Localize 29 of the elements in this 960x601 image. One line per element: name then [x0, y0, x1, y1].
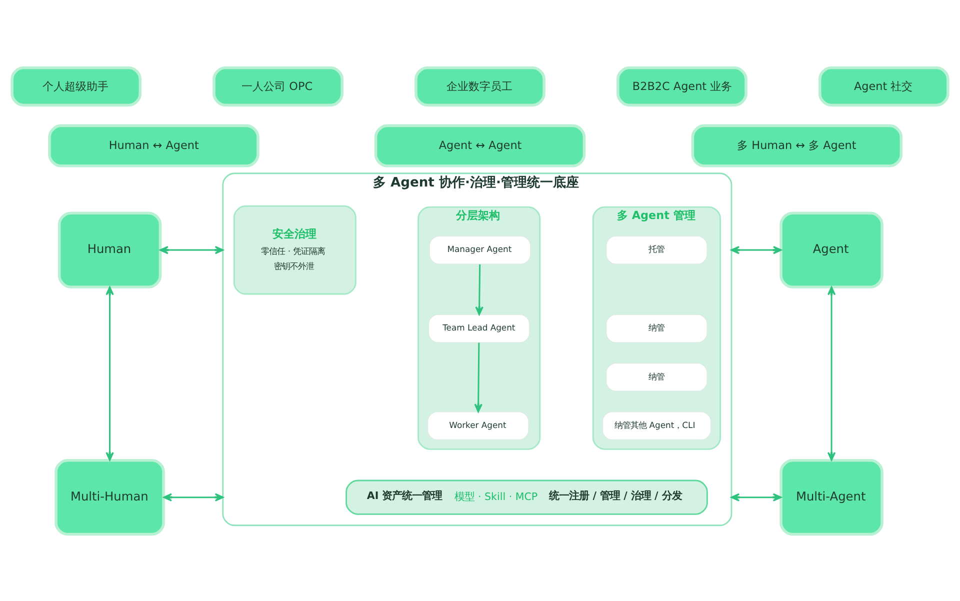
node-box: 托管	[606, 235, 708, 264]
node-box: 企业数字员工	[414, 66, 546, 106]
node-box: Team Lead Agent	[428, 314, 530, 343]
arrow	[160, 245, 224, 254]
arrow	[106, 286, 114, 460]
arrow	[730, 492, 782, 501]
node-box: 个人超级助手	[10, 66, 142, 106]
node-box: 纳管	[606, 314, 708, 343]
arrow	[474, 342, 482, 412]
node-box: Agent 社交	[818, 66, 950, 106]
node-box: B2B2C Agent 业务	[616, 66, 748, 106]
arrow	[163, 492, 224, 501]
node-box: AI 资产统一管理 模型 · Skill · MCP 统一注册 / 管理 / 治理 / 分发	[346, 479, 708, 514]
arrow	[730, 245, 782, 254]
node-box: Agent ↔ Agent	[374, 124, 586, 167]
node-box: Worker Agent	[427, 410, 530, 440]
node-box: Multi-Agent	[780, 458, 884, 536]
node-box: 纳管其他 Agent，CLI	[602, 410, 712, 440]
node-box: Human ↔ Agent	[48, 124, 260, 167]
arrow	[827, 286, 836, 460]
node-box: 多 Human ↔ 多 Agent	[691, 124, 903, 167]
node-box: Agent	[780, 211, 884, 288]
node-box: 纳管	[606, 362, 708, 392]
node-box: 安全治理 零信任 · 凭证隔离 密钥不外泄	[233, 204, 356, 294]
arrow	[475, 264, 484, 315]
node-box: Human	[58, 211, 162, 288]
node-box: 一人公司 OPC	[212, 66, 344, 106]
node-box: Multi-Human	[54, 458, 165, 536]
node-box: Manager Agent	[429, 235, 531, 264]
